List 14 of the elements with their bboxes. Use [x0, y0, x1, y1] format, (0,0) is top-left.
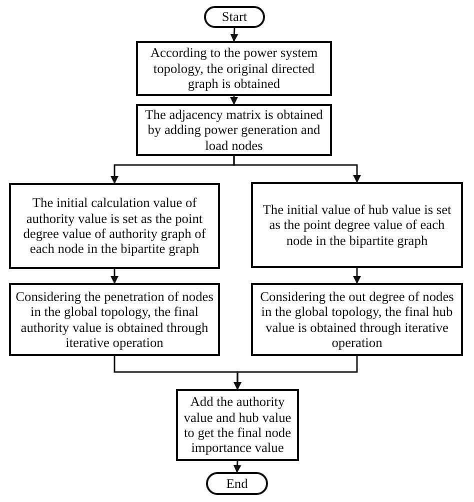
- process-box: The initial calculation value of authority value is set as the point degree value of authority graph of each node in the bipartite graph: [9, 183, 220, 269]
- arrow: [110, 269, 118, 284]
- process-box: According to the power system topology, the original directed graph is obtained: [136, 41, 332, 96]
- process-box: Add the authority value and hub value to get the final node importance value: [176, 389, 299, 461]
- process-box: The adjacency matrix is obtained by adding power generation and load nodes: [136, 104, 332, 156]
- process-box: Considering the penetration of nodes in the global topology, the final authority value is obtained through iterative operation: [9, 283, 220, 356]
- arrow: [233, 156, 361, 183]
- arrow: [234, 356, 358, 390]
- process-box: The initial value of hub value is set as the point degree value of each node in the bipartite graph: [251, 182, 463, 268]
- arrow: [233, 460, 242, 473]
- arrow: [230, 96, 238, 105]
- arrow: [353, 268, 361, 284]
- arrow: [230, 28, 238, 42]
- process-box: Considering the out degree of nodes in the global topology, the final hub value is obtained through iterative operation: [251, 283, 463, 356]
